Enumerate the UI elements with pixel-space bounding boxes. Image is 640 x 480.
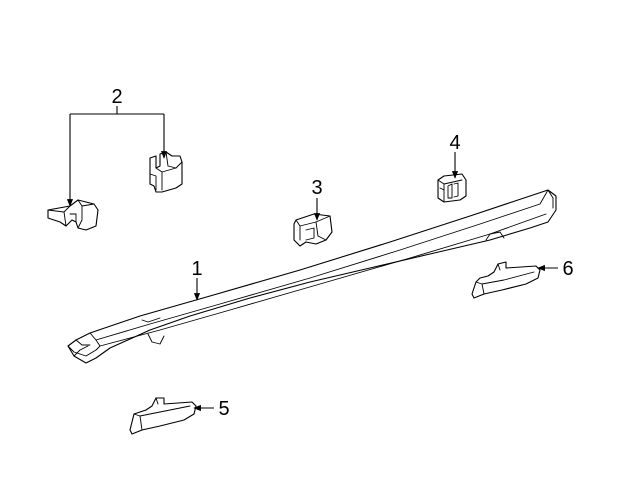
rocker-molding-part: [67, 189, 557, 364]
callout-6: 6: [562, 258, 573, 280]
retainer-part: [293, 213, 333, 247]
callout-3: 3: [311, 177, 322, 199]
front-cover-part: [129, 397, 197, 435]
rear-cover-part: [471, 261, 541, 299]
callout-5: 5: [218, 398, 229, 420]
clip-right-part: [149, 151, 183, 193]
leader-lines: [66, 106, 558, 412]
callout-4: 4: [449, 132, 460, 154]
clip-left-part: [47, 199, 99, 231]
callout-2: 2: [111, 86, 122, 108]
clip-4-part: [437, 173, 467, 203]
callout-1: 1: [191, 258, 202, 280]
leader-2-bracket: [70, 106, 164, 115]
